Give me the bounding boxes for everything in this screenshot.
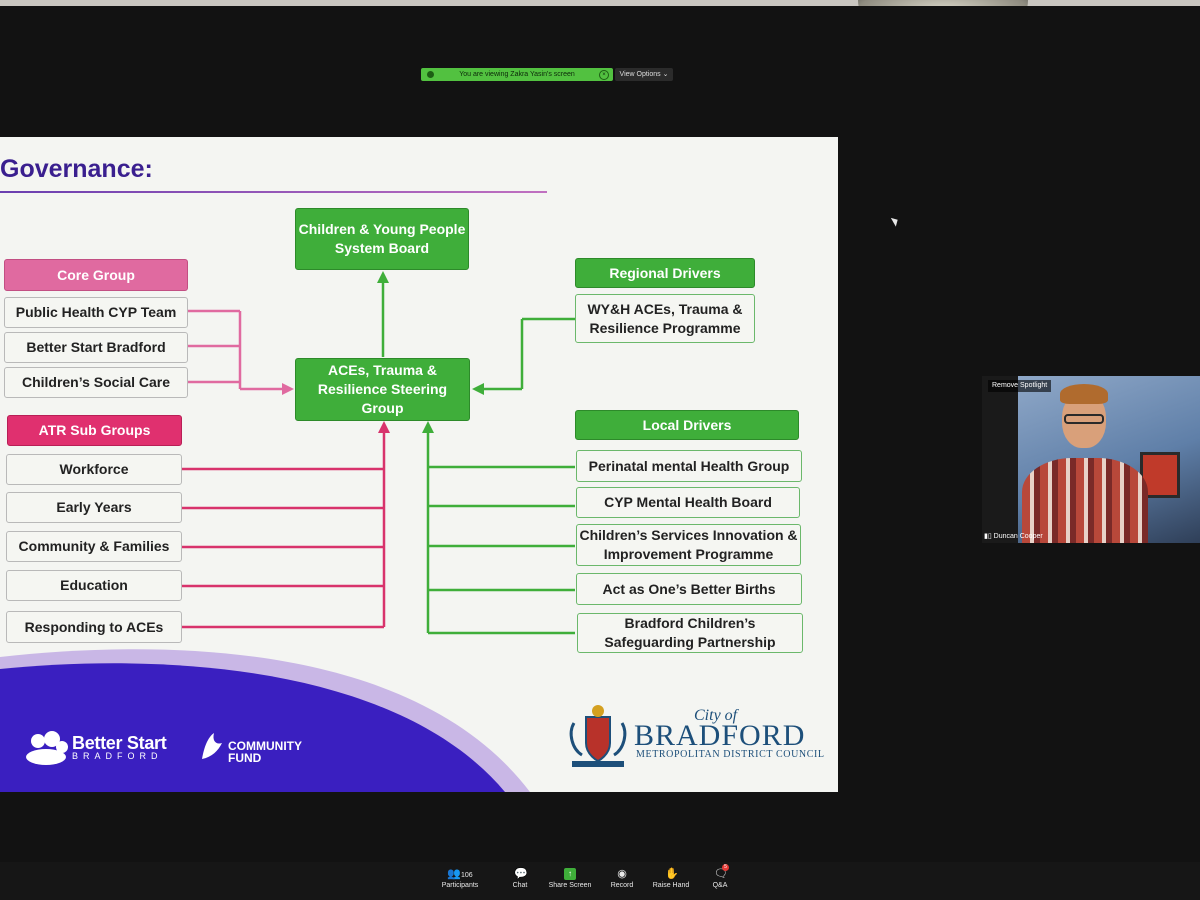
local-driver-item: Perinatal mental Health Group <box>576 450 802 482</box>
local-driver-item: Bradford Children’s Safeguarding Partner… <box>577 613 803 653</box>
atr-sub-group-item: Workforce <box>6 454 182 485</box>
qa-badge: 5 <box>722 864 729 871</box>
speaker-hair <box>1060 384 1108 404</box>
chat-label: Chat <box>512 882 528 889</box>
share-screen-label: Share Screen <box>548 882 592 889</box>
viewing-screen-banner: You are viewing Zakra Yasin's screen × <box>421 68 613 81</box>
share-screen-button[interactable]: ↑ Share Screen <box>540 868 600 889</box>
title-divider <box>0 191 547 193</box>
community-fund-logo: COMMUNITY FUND <box>198 729 302 770</box>
participant-name-label: Duncan Cooper <box>993 533 1043 540</box>
regional-driver-item: WY&H ACEs, Trauma & Resilience Programme <box>575 294 755 343</box>
atr-sub-groups-header: ATR Sub Groups <box>7 415 182 446</box>
atr-sub-group-item: Early Years <box>6 492 182 523</box>
core-group-header: Core Group <box>4 259 188 291</box>
bradford-council-logo: City of BRADFORD METROPOLITAN DISTRICT C… <box>566 703 824 776</box>
raise-hand-button[interactable]: ✋ Raise Hand <box>641 868 701 889</box>
families-icon <box>26 731 68 765</box>
shared-slide: Governance: <box>0 137 838 792</box>
record-icon: ◉ <box>617 868 627 880</box>
participants-label: Participants <box>441 882 479 889</box>
meeting-toolbar <box>0 862 1200 900</box>
view-options-button[interactable]: View Options ⌄ <box>615 68 673 81</box>
footer-wave <box>0 649 530 792</box>
participant-name: ▮▯ Duncan Cooper <box>984 532 1043 540</box>
lottery-hand-icon <box>202 733 222 759</box>
record-label: Record <box>610 882 634 889</box>
local-drivers-header: Local Drivers <box>575 410 799 440</box>
share-indicator-icon <box>427 71 434 78</box>
logo-city: City of <box>694 707 738 724</box>
spotlight-video[interactable] <box>982 376 1200 543</box>
local-driver-item: CYP Mental Health Board <box>576 487 800 518</box>
logo-name: Better Start <box>72 733 167 753</box>
participants-icon: 👥106 <box>447 868 473 880</box>
chat-icon: 💬 <box>514 868 528 880</box>
core-group-item: Better Start Bradford <box>4 332 188 363</box>
speaker-shirt <box>1022 458 1148 543</box>
qa-button[interactable]: 🗨 Q&A <box>690 868 750 889</box>
remove-spotlight-button[interactable]: Remove Spotlight <box>988 380 1052 392</box>
regional-drivers-header: Regional Drivers <box>575 258 755 288</box>
signal-icon: ▮▯ <box>984 533 994 540</box>
local-driver-item: Act as One’s Better Births <box>576 573 802 605</box>
steering-group-box: ACEs, Trauma & Resilience Steering Group <box>295 358 470 421</box>
qa-icon: 🗨 <box>714 868 728 880</box>
core-group-item: Public Health CYP Team <box>4 297 188 328</box>
logo-sub: FUND <box>228 751 262 765</box>
monitor-bezel <box>0 0 1200 6</box>
share-screen-icon: ↑ <box>564 868 576 880</box>
raise-hand-icon: ✋ <box>665 868 679 880</box>
participants-count: 106 <box>461 872 473 879</box>
atr-sub-group-item: Education <box>6 570 182 601</box>
better-start-bradford-logo: Better Start BRADFORD <box>24 729 167 770</box>
logo-name: BRADFORD <box>634 719 806 752</box>
logo-sub: BRADFORD <box>72 751 163 761</box>
connector-lines <box>182 271 575 635</box>
core-group-item: Children’s Social Care <box>4 367 188 398</box>
slide-title: Governance: <box>0 155 153 183</box>
local-driver-item: Children’s Services Innovation & Improve… <box>576 524 801 566</box>
qa-label: Q&A <box>712 882 728 889</box>
logo-name: COMMUNITY <box>228 739 302 753</box>
banner-text: You are viewing Zakra Yasin's screen <box>459 71 575 78</box>
top-board-box: Children & Young People System Board <box>295 208 469 270</box>
record-button[interactable]: ◉ Record <box>592 868 652 889</box>
close-icon[interactable]: × <box>599 70 609 80</box>
participants-button[interactable]: 👥106 Participants <box>430 868 490 889</box>
chat-button[interactable]: 💬 Chat <box>490 868 550 889</box>
raise-hand-label: Raise Hand <box>652 882 690 889</box>
coat-of-arms-icon <box>569 705 627 767</box>
atr-sub-group-item: Community & Families <box>6 531 182 562</box>
logo-sub: METROPOLITAN DISTRICT COUNCIL <box>636 749 825 760</box>
atr-sub-group-item: Responding to ACEs <box>6 611 182 643</box>
speaker-glasses <box>1064 414 1104 424</box>
